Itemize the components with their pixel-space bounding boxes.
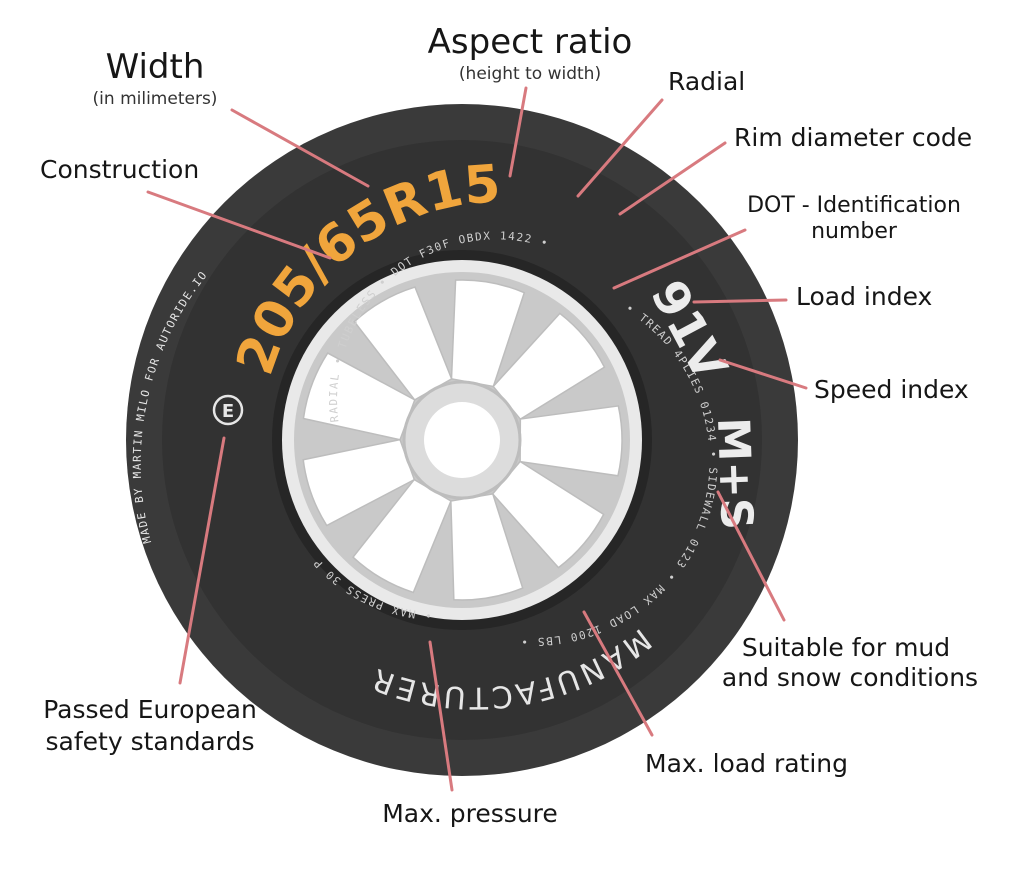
- rim-window: [450, 279, 526, 388]
- rim-window: [519, 405, 623, 477]
- leader-european: [178, 436, 226, 685]
- rim-window: [353, 286, 453, 401]
- leader-width: [230, 108, 370, 188]
- leader-dot: [612, 228, 747, 290]
- label-rim-diameter: Rim diameter code: [734, 123, 972, 152]
- label-mud-snow-line2: and snow conditions: [722, 663, 978, 692]
- label-max-load: Max. load rating: [645, 749, 848, 778]
- leader-radial: [576, 98, 664, 198]
- leader-construction: [146, 190, 332, 260]
- label-european-line1: Passed European: [43, 695, 257, 724]
- rim-window: [352, 478, 452, 594]
- leader-speed-index: [718, 358, 808, 390]
- rim-window: [450, 492, 524, 601]
- label-dot-line1: DOT - Identification: [747, 193, 961, 218]
- rim-window: [302, 438, 416, 527]
- leader-max-pressure: [428, 640, 454, 792]
- rim-window: [491, 460, 605, 569]
- rim-window: [492, 312, 606, 421]
- label-width: Width: [106, 47, 205, 87]
- leader-mud-snow: [716, 490, 786, 622]
- label-construction: Construction: [40, 155, 199, 184]
- label-speed-index: Speed index: [814, 375, 969, 404]
- label-european-line2: safety standards: [46, 727, 255, 756]
- e-mark-icon: [212, 394, 244, 426]
- label-aspect-ratio-sub: (height to width): [459, 64, 601, 84]
- rim-window: [302, 352, 416, 441]
- label-radial: Radial: [668, 67, 745, 96]
- leader-load-index: [692, 298, 788, 304]
- label-load-index: Load index: [796, 282, 932, 311]
- leader-rim: [618, 141, 727, 216]
- mud-snow-code: M+S: [707, 417, 762, 531]
- leader-aspect: [508, 86, 528, 178]
- label-mud-snow-line1: Suitable for mud: [742, 633, 950, 662]
- leader-lines: [146, 86, 808, 792]
- label-dot-line2: number: [811, 219, 898, 244]
- label-aspect-ratio: Aspect ratio: [428, 22, 633, 62]
- label-max-pressure: Max. pressure: [382, 799, 558, 828]
- e-mark-letter: E: [222, 401, 234, 422]
- label-width-sub: (in milimeters): [93, 89, 218, 109]
- leader-max-load: [582, 610, 654, 737]
- rim-center-hole: [424, 402, 500, 478]
- rim-spokes: [302, 279, 623, 601]
